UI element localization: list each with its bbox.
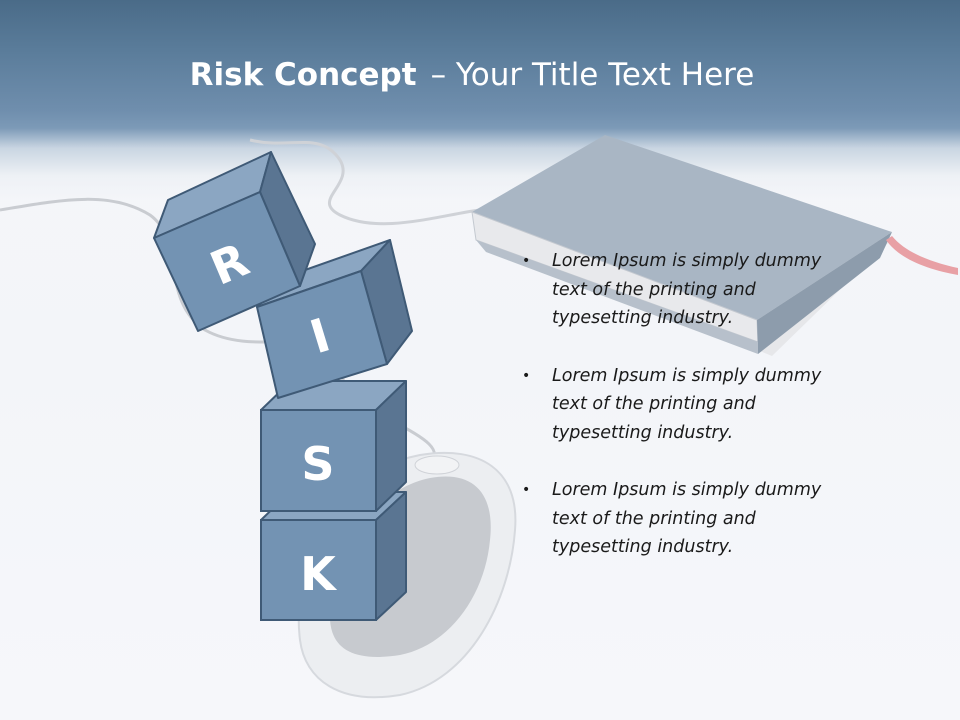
bullet-text: Lorem Ipsum is simply dummy text of the … <box>552 251 822 328</box>
bookmark-ribbon <box>886 236 958 275</box>
header-band <box>0 0 960 200</box>
cube-letter-k: K <box>300 547 338 601</box>
cube-letter-s: S <box>301 437 334 491</box>
cube-k: K <box>260 491 407 621</box>
bullet-text: Lorem Ipsum is simply dummy text of the … <box>552 365 822 443</box>
slide-title: Risk Concept – Your Title Text Here <box>0 50 944 100</box>
slide-title-bold: Risk Concept <box>189 57 417 93</box>
cube-r: R <box>153 151 316 332</box>
bullet-text: Lorem Ipsum is simply dummy text of the … <box>552 480 822 557</box>
bullet-dot-icon: • <box>522 253 531 269</box>
bullet-dot-icon: • <box>522 367 531 384</box>
bullet-item: • Lorem Ipsum is simply dummy text of the… <box>520 476 840 562</box>
bullet-item: • Lorem Ipsum is simply dummy text of the… <box>520 247 840 333</box>
bullet-item: • Lorem Ipsum is simply dummy text of the… <box>520 362 840 448</box>
bullet-list: • Lorem Ipsum is simply dummy text of the… <box>520 247 840 591</box>
bullet-dot-icon: • <box>522 482 531 498</box>
cube-s: S <box>260 380 407 512</box>
slide-title-rest: – Your Title Text Here <box>430 57 755 93</box>
book-image <box>471 135 958 356</box>
risk-cubes: K S I R <box>153 151 413 621</box>
mouse-cable-upper <box>249 138 481 226</box>
